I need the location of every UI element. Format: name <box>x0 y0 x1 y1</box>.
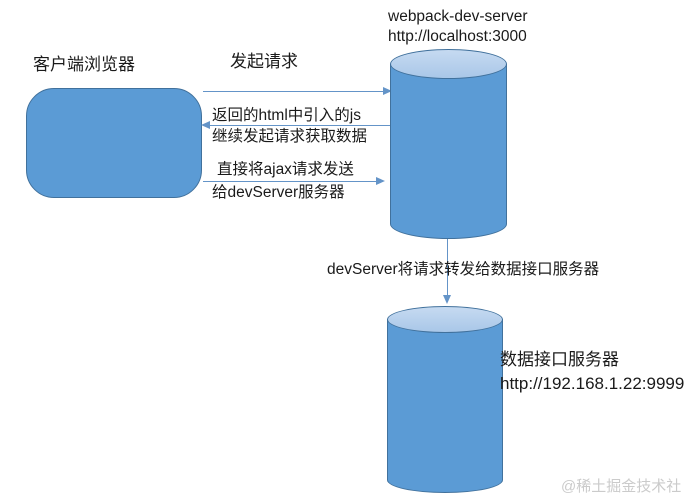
ajax-arrow-label-line2: 给devServer服务器 <box>212 184 345 201</box>
cylinder-top-ellipse <box>390 49 507 79</box>
data-api-server-label-line1: 数据接口服务器 <box>500 350 619 369</box>
webpack-dev-server-label-line2: http://localhost:3000 <box>388 28 527 45</box>
webpack-dev-server-label-line1: webpack-dev-server <box>388 8 528 25</box>
forward-arrow-label: devServer将请求转发给数据接口服务器 <box>327 261 600 278</box>
cylinder-body <box>390 64 507 239</box>
client-browser-shape <box>26 88 202 198</box>
forward-arrow <box>442 239 451 304</box>
request-arrow-label: 发起请求 <box>230 52 298 71</box>
data-api-server-label-line2: http://192.168.1.22:9999 <box>500 374 685 393</box>
arrowhead-down-icon <box>442 295 451 304</box>
ajax-arrow <box>203 176 385 185</box>
arrowhead-right-icon <box>376 176 385 185</box>
return-html-arrow <box>201 120 390 129</box>
client-browser-label: 客户端浏览器 <box>33 55 135 74</box>
arrowhead-left-icon <box>201 120 210 129</box>
data-api-server-shape <box>387 306 503 493</box>
request-arrow <box>203 86 392 95</box>
return-html-arrow-label-line2: 继续发起请求获取数据 <box>212 128 368 145</box>
webpack-dev-server-shape <box>390 49 507 239</box>
watermark-text: @稀土掘金技术社区 <box>561 478 682 495</box>
ajax-arrow-label-line1: 直接将ajax请求发送 <box>217 161 354 178</box>
arrowhead-right-icon <box>383 86 392 95</box>
cylinder-top-ellipse <box>387 306 503 333</box>
return-html-arrow-label-line1: 返回的html中引入的js <box>212 107 361 124</box>
cylinder-body <box>387 319 503 493</box>
